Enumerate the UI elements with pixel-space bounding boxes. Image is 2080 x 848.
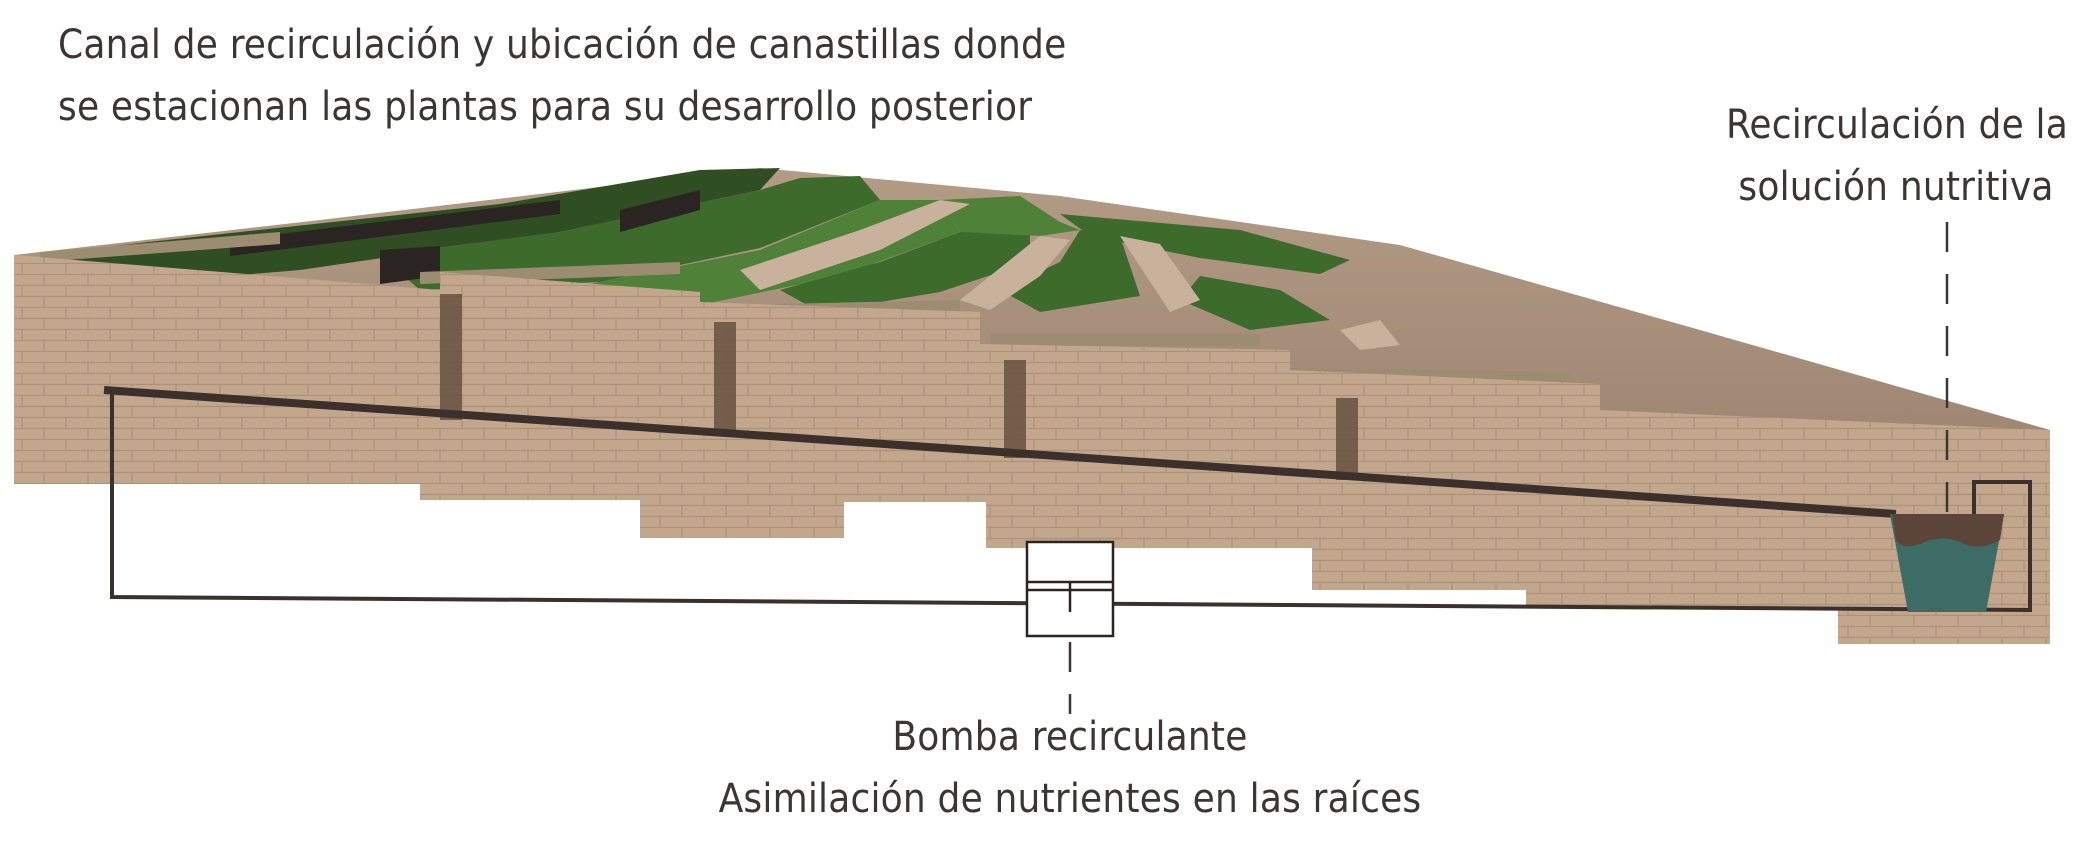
nutrient-tank-icon xyxy=(1890,514,2004,612)
pump-box-icon xyxy=(1025,540,1115,638)
label-bottom-line2: Asimilación de nutrientes en las raíces xyxy=(718,776,1422,822)
drain-columns xyxy=(440,294,1358,480)
label-right-line2: solución nutritiva xyxy=(1738,164,2054,210)
label-recirculation-channel: Canal de recirculación y ubicación de ca… xyxy=(58,14,1067,138)
plant-beds xyxy=(40,168,1400,350)
label-top-line1: Canal de recirculación y ubicación de ca… xyxy=(58,22,1067,68)
recirculation-pipe xyxy=(103,386,1897,518)
label-pump: Bomba recirculante Asimilación de nutrie… xyxy=(700,706,1440,830)
terrace-brick-wall xyxy=(14,255,2050,644)
label-bottom-line1: Bomba recirculante xyxy=(892,714,1248,760)
label-nutrient-recirculation: Recirculación de la solución nutritiva xyxy=(1726,94,2069,218)
return-pipe xyxy=(110,392,2032,613)
label-right-line1: Recirculación de la xyxy=(1726,102,2069,148)
label-top-line2: se estacionan las plantas para su desarr… xyxy=(58,84,1033,130)
